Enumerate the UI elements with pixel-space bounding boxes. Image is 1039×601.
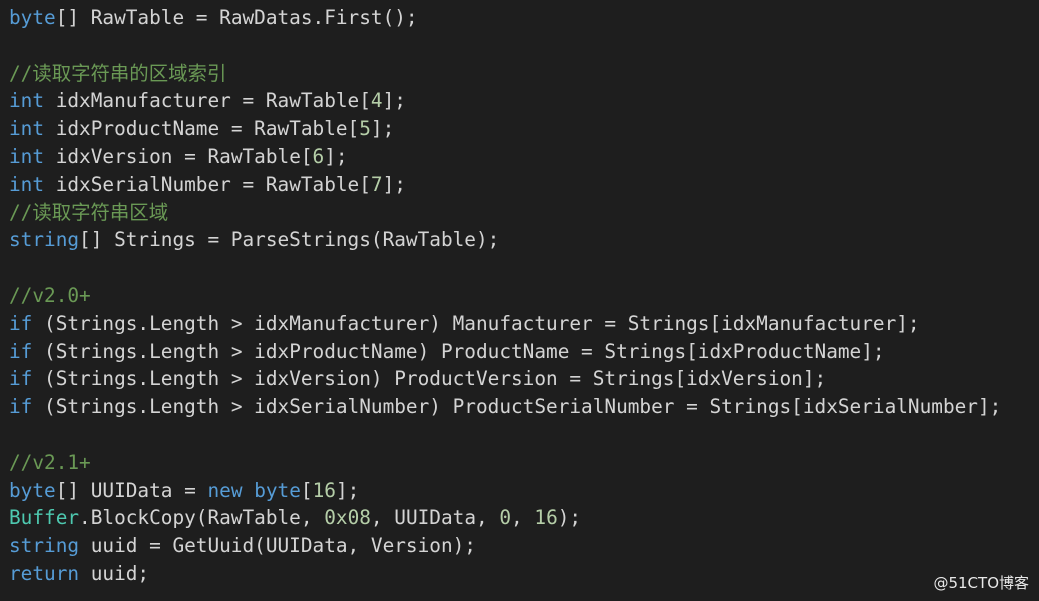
code-line: //读取字符串的区域索引: [9, 60, 1039, 88]
code-token: [] Strings = ParseStrings(RawTable);: [79, 228, 500, 252]
code-line: string uuid = GetUuid(UUIData, Version);: [9, 532, 1039, 560]
code-token: (Strings.Length > idxSerialNumber) Produ…: [32, 395, 1002, 419]
code-line: [9, 421, 1039, 449]
number-token: 16: [534, 506, 558, 530]
code-line: return uuid;: [9, 560, 1039, 588]
comment-token: //读取字符串的区域索引: [9, 61, 227, 85]
code-token: [] RawTable = RawDatas.First();: [55, 6, 418, 29]
keyword-token: byte: [9, 6, 56, 29]
keyword-token: if: [9, 395, 33, 419]
watermark: @51CTO博客: [933, 574, 1029, 592]
code-token: (Strings.Length > idxManufacturer) Manuf…: [32, 311, 920, 335]
keyword-token: int: [9, 117, 45, 141]
code-line: int idxProductName = RawTable[5];: [9, 115, 1039, 143]
keyword-token: int: [9, 89, 45, 113]
code-token: idxVersion = RawTable[: [44, 144, 313, 168]
code-token: (Strings.Length > idxProductName) Produc…: [32, 339, 885, 363]
code-line: int idxManufacturer = RawTable[4];: [9, 87, 1039, 115]
code-token: [: [300, 478, 313, 502]
code-line: if (Strings.Length > idxProductName) Pro…: [9, 338, 1039, 366]
number-token: 0: [499, 506, 512, 530]
keyword-token: int: [9, 144, 45, 168]
type-token: Buffer: [9, 506, 80, 530]
comment-token: //v2.0+: [9, 283, 91, 307]
code-token: (Strings.Length > idxVersion) ProductVer…: [32, 367, 827, 391]
code-token: idxManufacturer = RawTable[: [44, 89, 371, 113]
code-token: uuid;: [79, 561, 150, 585]
number-token: 0x08: [324, 506, 371, 530]
code-line: //v2.1+: [9, 449, 1039, 477]
code-token: ];: [382, 89, 406, 113]
keyword-token: byte: [9, 478, 56, 502]
keyword-token: new: [207, 478, 243, 502]
number-token: 4: [370, 89, 383, 113]
number-token: 6: [312, 144, 325, 168]
code-token: , UUIData,: [370, 506, 500, 530]
code-line: int idxVersion = RawTable[6];: [9, 143, 1039, 171]
number-token: 5: [359, 117, 371, 141]
code-token: ,: [511, 506, 535, 530]
code-token: [] UUIData =: [55, 478, 208, 502]
keyword-token: if: [9, 367, 33, 391]
keyword-token: return: [9, 561, 80, 585]
number-token: 16: [312, 478, 336, 502]
keyword-token: byte: [254, 478, 301, 502]
number-token: 7: [370, 172, 383, 196]
code-token: );: [557, 506, 582, 530]
code-line: byte[] UUIData = new byte[16];: [9, 477, 1039, 505]
code-line: [9, 254, 1039, 282]
code-line: [9, 32, 1039, 60]
code-line: Buffer.BlockCopy(RawTable, 0x08, UUIData…: [9, 504, 1039, 532]
keyword-token: int: [9, 172, 45, 196]
keyword-token: string: [9, 534, 80, 558]
keyword-token: if: [9, 311, 33, 335]
code-line: //读取字符串区域: [9, 199, 1039, 227]
code-token: ];: [382, 172, 406, 196]
comment-token: //v2.1+: [9, 450, 91, 474]
code-token: uuid = GetUuid(UUIData, Version);: [79, 534, 476, 558]
comment-token: //读取字符串区域: [9, 200, 169, 224]
code-token: idxProductName = RawTable[: [44, 117, 360, 141]
code-line: if (Strings.Length > idxSerialNumber) Pr…: [9, 393, 1039, 421]
code-token: ];: [370, 117, 395, 141]
keyword-token: string: [9, 228, 80, 252]
code-line: if (Strings.Length > idxManufacturer) Ma…: [9, 310, 1039, 338]
code-line: if (Strings.Length > idxVersion) Product…: [9, 365, 1039, 393]
code-line: //v2.0+: [9, 282, 1039, 310]
code-line: byte[] RawTable = RawDatas.First();: [9, 4, 1039, 32]
code-token: [243, 479, 255, 502]
code-editor[interactable]: byte[] RawTable = RawDatas.First(); //读取…: [9, 4, 1039, 588]
keyword-token: if: [9, 339, 33, 363]
code-token: .BlockCopy(RawTable,: [79, 506, 325, 530]
code-token: ];: [335, 478, 360, 502]
code-token: idxSerialNumber = RawTable[: [44, 172, 371, 196]
code-line: string[] Strings = ParseStrings(RawTable…: [9, 226, 1039, 254]
code-token: ];: [324, 144, 348, 168]
code-line: int idxSerialNumber = RawTable[7];: [9, 171, 1039, 199]
